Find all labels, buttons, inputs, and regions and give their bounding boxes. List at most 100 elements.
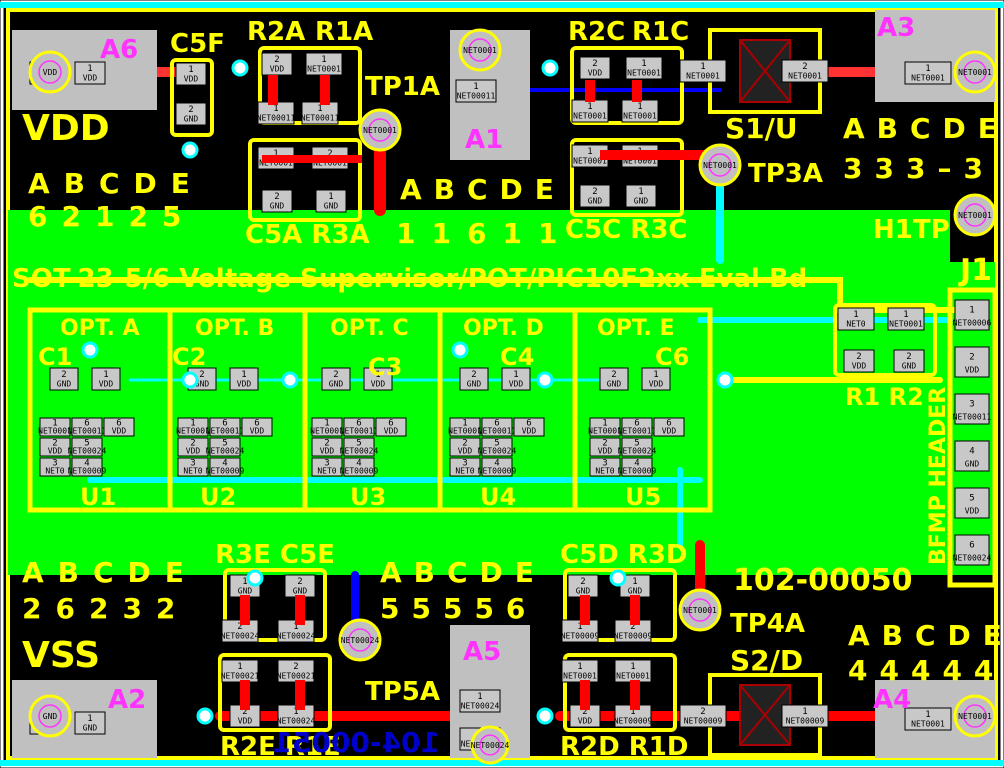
pad-net-name: GND [902, 362, 917, 371]
silk-c6: C6 [655, 343, 689, 371]
pad-number: 1 [903, 310, 908, 320]
trace-segment [632, 80, 642, 102]
component-outline [563, 653, 677, 732]
mount-hole-a4: NET0001 [953, 694, 997, 738]
pad-net-name: NET0001 [307, 65, 341, 74]
pad-number: 2 [580, 577, 585, 587]
pad-net-name: NET0001 [310, 426, 344, 435]
trace-segment [240, 595, 250, 625]
pad-number: 1 [324, 419, 329, 429]
pad-net-name: NET0001 [176, 426, 210, 435]
pad-number: 1 [853, 310, 858, 320]
test-point-net: NET00024 [341, 636, 380, 645]
via [281, 371, 299, 389]
pad-net-name: GND [324, 202, 339, 211]
keepout-top [0, 2, 1004, 8]
silk-digits-left-bot: 26232 [22, 592, 189, 625]
trace-segment [295, 595, 305, 625]
pad-number: 1 [587, 102, 592, 112]
via [231, 59, 249, 77]
pad-net-name: NET00009 [478, 466, 517, 475]
pad-net-name: GND [57, 380, 72, 389]
pad-number: 2 [333, 370, 338, 380]
pad-net-name: VDD [99, 380, 114, 389]
pad-net-name: NET0001 [627, 69, 661, 78]
pad-number: 1 [321, 55, 326, 65]
test-point-tp1a: NET0001 [358, 108, 402, 152]
component-outline [833, 303, 937, 377]
silk-abcde-left-top: ABCDE [28, 167, 204, 200]
test-point-net: NET0001 [703, 161, 737, 170]
pad-number: 1 [477, 692, 482, 702]
silk-r3e-c5e: R3E C5E [215, 540, 335, 570]
silk-c3: C3 [368, 353, 402, 381]
silk-h1tp: H1TP [873, 215, 950, 245]
pad-net-name: NET00009 [618, 466, 657, 475]
silk-u3: U3 [350, 483, 386, 511]
pad-net-name: NET0 [595, 466, 614, 475]
bottom-part-number-mirrored: 104-00051 [273, 726, 440, 759]
pad-net-name: NET00021 [277, 672, 316, 681]
pad-number: 2 [630, 622, 635, 632]
pad-net-name: VDD [250, 426, 265, 435]
pad-number: 3 [969, 400, 974, 410]
pad-number: 1 [293, 707, 298, 717]
pad-net-name: VDD [598, 446, 613, 455]
pad-number: 1 [513, 370, 518, 380]
silk-opt-b: OPT. B [195, 316, 274, 341]
pad-net-name: NET00011 [301, 114, 340, 123]
silk-tp4a: TP4A [730, 609, 805, 639]
pad-number: 2 [324, 439, 329, 449]
pad-number: 1 [473, 82, 478, 92]
pad-number: 2 [802, 62, 807, 72]
pad-number: 6 [526, 419, 531, 429]
pad-number: 2 [237, 622, 242, 632]
silk-vss: VSS [22, 635, 100, 676]
component-outline [223, 568, 327, 642]
pad-net-name: NET00011 [68, 426, 107, 435]
test-point-net: GND [43, 712, 58, 721]
silk-digits-left-top: 62125 [28, 200, 195, 233]
pad-net-name: VDD [83, 74, 98, 83]
pad-number: 1 [273, 104, 278, 114]
trace-segment [580, 680, 590, 710]
silk-tp3a: TP3A [748, 159, 823, 189]
pad-net-name: NET00024 [68, 446, 107, 455]
trace-segment [585, 80, 595, 102]
pad-net-name: NET0001 [259, 159, 293, 168]
pad-net-name: VDD [458, 446, 473, 455]
pad-number: 1 [925, 710, 930, 720]
test-point-net: NET0001 [363, 126, 397, 135]
pad-number: 2 [592, 187, 597, 197]
pad-net-name: VDD [588, 69, 603, 78]
test-point-tp5a: NET00024 [338, 618, 382, 662]
pad-number: 2 [611, 370, 616, 380]
pad-number: 3 [602, 459, 607, 469]
pad-number: 3 [324, 459, 329, 469]
